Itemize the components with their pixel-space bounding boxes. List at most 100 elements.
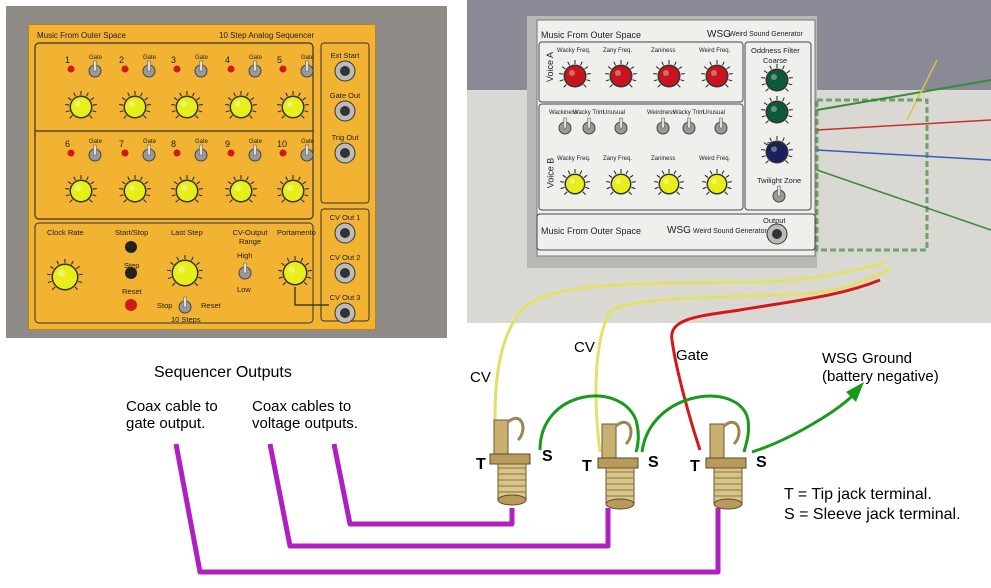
voice-b-switch-label-1: Weirdness [647,110,676,116]
voice-b-knob-2 [606,169,636,195]
coax-volt-line1: Coax cables to [252,398,352,415]
coax-gate-line1: Coax cable to [126,398,218,415]
oddness-filter-label: Oddness Filter [751,46,800,55]
wsg-ground-line1: WSG Ground [822,350,913,367]
wsg-photo: Music From Outer Space WSG Weird Sound G… [467,0,991,323]
gate-switch-8 [194,144,208,162]
sequencer-controls [34,42,370,324]
low-label: Low [237,285,251,294]
voice-a-knob-1 [559,60,591,88]
gate-label-10: Gate [301,139,315,145]
seq-jack-1 [334,60,356,82]
start-stop-label: Start/Stop [115,228,149,237]
step-number-4: 4 [225,55,231,65]
voice-a-knob-label-1: Wacky Freq. [557,48,591,54]
gate-label-9: Gate [249,139,263,145]
sequencer-outputs-title: Sequencer Outputs [154,364,292,381]
wsg-brand-bottom: Music From Outer Space [541,226,642,236]
voice-b-knob-3 [654,169,684,195]
portamento-knob [278,256,312,286]
ground-arrow-head [846,382,864,402]
voice-a-knob-label-2: Zany Freq. [603,48,633,54]
gate-switch-5 [300,60,314,78]
jack3-t-label: T [690,458,700,475]
wsg-subtitle-bottom: Weird Sound Generator [693,228,767,235]
wsg-brand: Music From Outer Space [541,30,642,40]
portamento-label: Portamento [277,228,316,237]
sequencer-title: 10 Step Analog Sequencer [219,31,315,40]
step-led-6 [67,149,75,157]
step-knob-9 [225,175,257,203]
phone-jack-1 [489,416,531,506]
gate-label-3: Gate [195,55,209,61]
coax-cable-cv1 [331,443,515,527]
step-label: Step [124,261,140,270]
cv-wire-2 [594,266,891,453]
voice-b-knob-1 [560,169,590,195]
ground-wire-3 [751,390,858,454]
coax-cable-gate [173,443,721,575]
phone-jack-3 [705,420,747,510]
voice-b-knob-label-2: Zany Freq. [603,156,633,162]
step-number-5: 5 [277,55,283,65]
coax-gate-line2: gate output. [126,415,206,432]
seq-jack-6 [334,302,356,324]
legend-tip: T = Tip jack terminal. [784,486,932,503]
wsg-title: WSG [707,29,731,40]
jack1-t-label: T [476,456,486,473]
voice-a-switch-label-1: Wackiness [549,110,578,116]
voice-b-knob-label-1: Wacky Freq. [557,156,591,162]
step-number-7: 7 [119,139,125,149]
step-number-10: 10 [277,139,288,149]
jack2-t-label: T [582,458,592,475]
voice-a-switch-1 [558,117,572,135]
step-led-8 [173,149,181,157]
step-number-1: 1 [65,55,71,65]
voice-b-knob-label-4: Weird Freq. [699,156,731,162]
jack1-s-label: S [542,448,553,465]
stop-reset-switch [178,296,192,314]
clock-rate-knob [47,259,83,291]
step-number-2: 2 [119,55,125,65]
voice-a-switch-3 [614,117,628,135]
reset-label: Reset [122,287,142,296]
cv-wire-1 [493,260,887,449]
jack2-s-label: S [648,454,659,471]
voice-a-knob-label-3: Zaniness [651,48,676,54]
step-knob-10 [277,175,309,203]
seq-jack-4 [334,222,356,244]
step-number-3: 3 [171,55,177,65]
gate-label-8: Gate [195,139,209,145]
coax-cable-cv2 [267,443,611,549]
step-knob-8 [171,175,203,203]
seq-jack-label-4: CV Out 1 [329,213,361,222]
wsg-background [467,0,991,323]
gate-switch-9 [248,144,262,162]
step-led-7 [121,149,129,157]
start-stop-button [125,241,137,253]
clock-rate-label: Clock Rate [47,228,84,237]
reset2-label: Reset [201,301,221,310]
gate-label-7: Gate [143,139,157,145]
fine-knob [761,136,793,164]
seq-jack-label-5: CV Out 2 [329,253,361,262]
step-button [125,267,137,279]
output-label: Output [763,216,786,225]
voice-b-switch-3 [714,117,728,135]
sequencer-panel: Music From Outer Space 10 Step Analog Se… [28,24,376,330]
step-knob-7 [119,175,151,203]
wsg-title-bottom: WSG [667,225,691,236]
stop-label: Stop [157,301,173,310]
last-step-knob [167,255,203,287]
seq-jack-label-6: CV Out 3 [329,293,361,302]
gate-label: Gate [676,347,709,364]
wsg-ground-line2: (battery negative) [822,368,939,385]
legend-sleeve: S = Sleeve jack terminal. [784,506,961,523]
gate-switch-7 [142,144,156,162]
step-led-10 [279,149,287,157]
seq-jack-3 [334,142,356,164]
gate-label-2: Gate [143,55,157,61]
seq-jack-label-1: Ext Start [330,51,360,60]
phone-jack-2 [597,420,639,510]
